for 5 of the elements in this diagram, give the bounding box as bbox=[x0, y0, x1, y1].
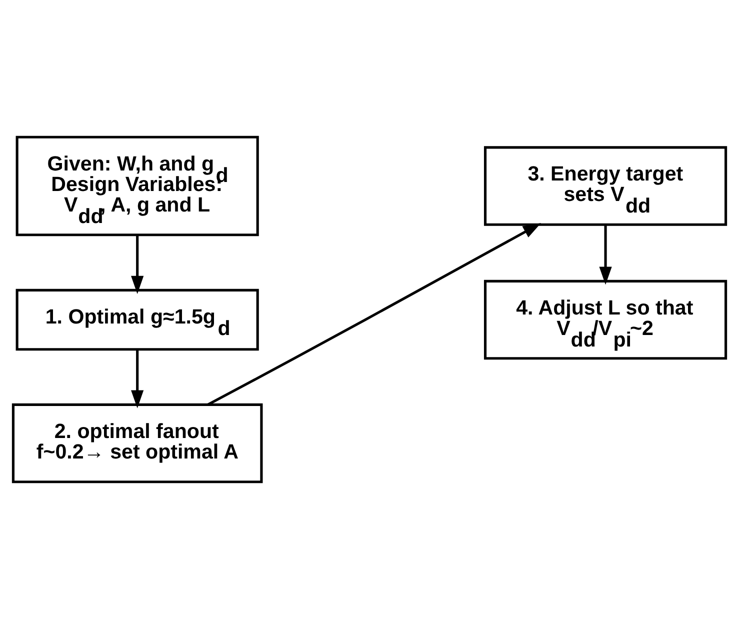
arrow bbox=[208, 222, 542, 406]
arrow bbox=[599, 224, 612, 284]
arrow bbox=[131, 234, 144, 294]
node-box: 2. optimal fanout f~0.2→ set optimal A bbox=[12, 402, 263, 483]
arrow bbox=[131, 349, 144, 408]
